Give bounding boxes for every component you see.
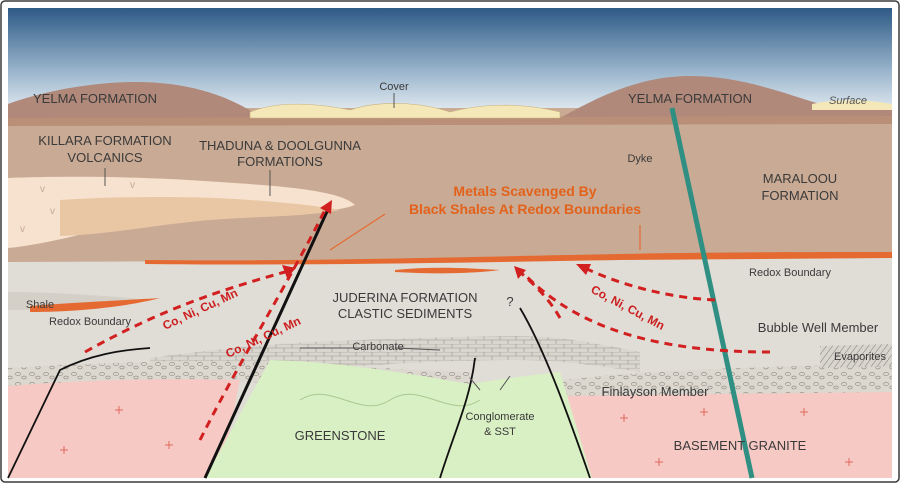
leader-lines [104, 93, 511, 391]
surface-band [8, 116, 892, 126]
arrow-left-fault [198, 209, 327, 441]
basement-granite-left [8, 379, 240, 478]
label-conglomerate-2: & SST [484, 426, 516, 438]
cover-layer [249, 103, 561, 119]
evaporites-layer [820, 344, 892, 368]
arrow-right-upper [584, 266, 716, 302]
svg-text:v: v [50, 206, 55, 217]
label-killara-1: KILLARA FORMATION [38, 133, 171, 148]
label-cover: Cover [379, 81, 409, 93]
label-greenstone: GREENSTONE [295, 428, 386, 443]
label-shale: Shale [26, 299, 54, 311]
arrow-right-lower [523, 273, 771, 354]
label-conglomerate-1: Conglomerate [465, 411, 534, 423]
label-evaporites: Evaporites [834, 351, 886, 363]
main-fault [203, 204, 332, 479]
label-thaduna-2: FORMATIONS [237, 154, 323, 169]
basement-granite-right [560, 392, 892, 478]
label-surface: Surface [829, 95, 867, 107]
maraloou-formation [8, 108, 892, 262]
yelma-formation-left [8, 82, 262, 120]
label-finlayson: Finlayson Member [602, 384, 710, 399]
granite-crosses [60, 406, 853, 466]
label-juderina-2: CLASTIC SEDIMENTS [338, 306, 473, 321]
label-basement: BASEMENT GRANITE [674, 438, 807, 453]
label-maraloou-2: FORMATION [761, 188, 838, 203]
arrow-mid [519, 270, 562, 319]
metal-arrows [84, 209, 771, 441]
middle-fault [439, 357, 476, 479]
right-fault [519, 307, 591, 479]
label-yelma-left: YELMA FORMATION [33, 91, 157, 106]
finlayson-member-right [560, 364, 892, 396]
label-question: ? [506, 294, 513, 309]
label-thaduna-1: THADUNA & DOOLGUNNA [199, 138, 361, 153]
thaduna-formations [60, 197, 340, 236]
scavenged-leaders [329, 213, 641, 251]
dyke-line [669, 107, 755, 479]
svg-text:v: v [20, 224, 25, 235]
label-yelma-right: YELMA FORMATION [628, 91, 752, 106]
label-dyke: Dyke [627, 153, 652, 165]
label-maraloou-1: MARALOOU [763, 171, 837, 186]
svg-text:v: v [130, 180, 135, 191]
label-carbonate: Carbonate [352, 341, 403, 353]
volcanic-marks: v v v v [20, 180, 135, 235]
greenstone-fold [299, 393, 481, 407]
cover-layer-right [812, 100, 892, 110]
redox-lens [395, 267, 500, 274]
label-scavenged-1: Metals Scavenged By [453, 183, 596, 199]
label-bubble-well: Bubble Well Member [758, 320, 879, 335]
label-scavenged-2: Black Shales At Redox Boundaries [409, 201, 641, 217]
left-fault [7, 347, 151, 479]
label-redox-boundary-left: Redox Boundary [49, 316, 131, 328]
yelma-formation-right [560, 76, 892, 122]
label-redox-boundary-right: Redox Boundary [749, 267, 831, 279]
greenstone-body [205, 360, 592, 478]
label-killara-2: VOLCANICS [67, 150, 142, 165]
svg-text:v: v [40, 184, 45, 195]
redox-boundary-left [30, 298, 160, 312]
label-juderina-1: JUDERINA FORMATION [333, 290, 478, 305]
arrow-left-upper [84, 270, 286, 354]
arrow-heads [282, 200, 591, 279]
